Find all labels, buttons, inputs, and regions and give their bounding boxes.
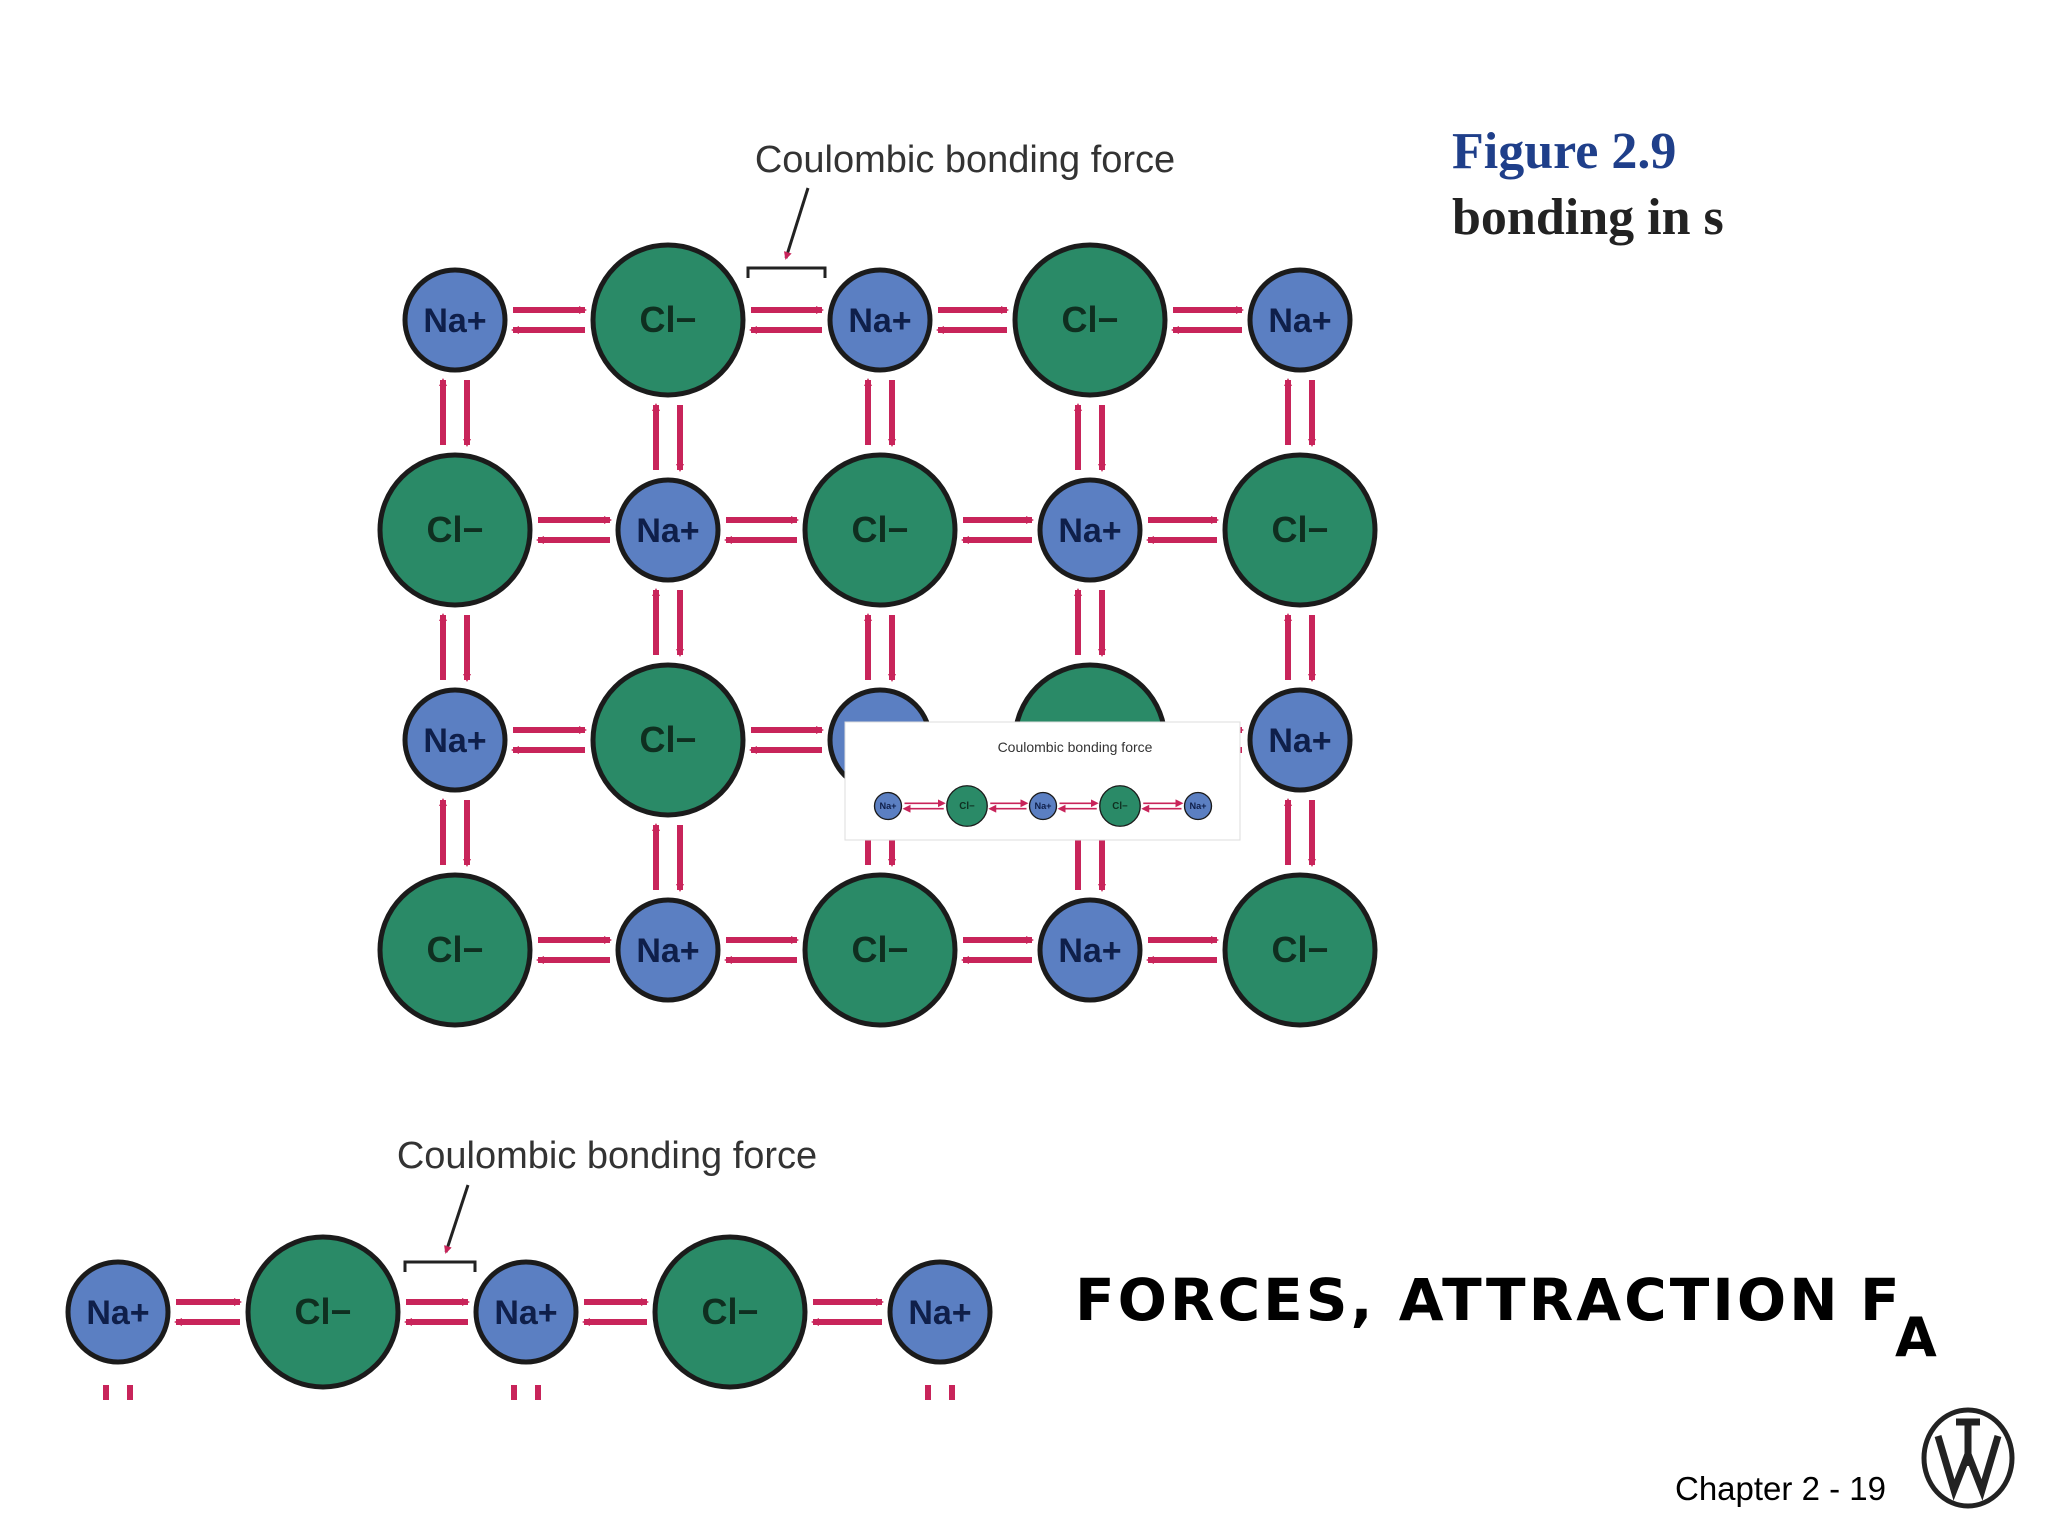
lattice-r1-c4-ion-label: Cl− bbox=[1271, 509, 1328, 550]
inset-3-ion-label: Cl− bbox=[1112, 801, 1128, 812]
inset-force-label: Coulombic bonding force bbox=[998, 739, 1153, 755]
inset-panel bbox=[844, 721, 1241, 841]
inset-4-ion-label: Na+ bbox=[1189, 801, 1206, 811]
lattice-r3-c1-na-ion bbox=[615, 897, 721, 1003]
inset-0-na-ion bbox=[873, 791, 903, 821]
force-pointer bbox=[783, 187, 810, 260]
inset-2-ion-label: Na+ bbox=[1034, 801, 1051, 811]
lattice-r2-c0-na-ion bbox=[402, 687, 508, 793]
chain-2-ion-label: Na+ bbox=[494, 1294, 557, 1332]
chain-4-ion-label: Na+ bbox=[908, 1294, 971, 1332]
lattice-r0-c1-ion-label: Cl− bbox=[639, 299, 696, 340]
chain-coulombic-force-label: Coulombic bonding force bbox=[397, 1135, 817, 1177]
coulombic-force-label: Coulombic bonding force bbox=[755, 139, 1175, 181]
inset-2-na-ion bbox=[1028, 791, 1058, 821]
chain-1-cl-ion bbox=[245, 1234, 401, 1390]
force-symbol: F bbox=[1860, 1266, 1900, 1334]
lattice-r3-c3-na-ion bbox=[1037, 897, 1143, 1003]
chain-force-pointer bbox=[444, 1184, 470, 1254]
chain-4-na-ion bbox=[887, 1259, 993, 1365]
figure-title: Figure 2.9 bbox=[1452, 123, 1677, 180]
lattice-r0-c0-ion-label: Na+ bbox=[423, 302, 486, 340]
lattice-r2-c1-ion-label: Cl− bbox=[639, 719, 696, 760]
slide-heading: FORCES, ATTRACTION bbox=[1075, 1266, 1841, 1334]
chain-3-cl-ion bbox=[652, 1234, 808, 1390]
lattice-r0-c1-cl-ion bbox=[590, 242, 746, 398]
lattice-r1-c4-cl-ion bbox=[1222, 452, 1378, 608]
chain-0-na-ion bbox=[65, 1259, 171, 1365]
lattice-r2-c4-na-ion bbox=[1247, 687, 1353, 793]
lattice-r1-c3-ion-label: Na+ bbox=[1058, 512, 1121, 550]
lattice-r1-c1-na-ion bbox=[615, 477, 721, 583]
chain-3-ion-label: Cl− bbox=[701, 1291, 758, 1332]
lattice-r2-c4-ion-label: Na+ bbox=[1268, 722, 1331, 760]
lattice-r3-c1-ion-label: Na+ bbox=[636, 932, 699, 970]
inset-4-na-ion bbox=[1183, 791, 1213, 821]
lattice-r1-c2-ion-label: Cl− bbox=[851, 509, 908, 550]
chain-2-na-ion bbox=[473, 1259, 579, 1365]
inset-1-ion-label: Cl− bbox=[959, 801, 975, 812]
lattice-r1-c0-ion-label: Cl− bbox=[426, 509, 483, 550]
force-subscript: A bbox=[1895, 1306, 1937, 1369]
force-bracket bbox=[746, 266, 827, 278]
inset-3-cl-ion bbox=[1099, 785, 1141, 827]
lattice-r3-c2-ion-label: Cl− bbox=[851, 929, 908, 970]
lattice-r1-c0-cl-ion bbox=[377, 452, 533, 608]
lattice-r2-c1-cl-ion bbox=[590, 662, 746, 818]
lattice-r0-c3-cl-ion bbox=[1012, 242, 1168, 398]
lattice-r1-c1-ion-label: Na+ bbox=[636, 512, 699, 550]
chapter-page-number: Chapter 2 - 19 bbox=[1675, 1470, 1886, 1507]
ion-lattice: Na+Cl−Na+Cl−Na+Cl−Na+Cl−Na+Cl−Na+Cl−Na+C… bbox=[377, 187, 1378, 1028]
lattice-r1-c3-na-ion bbox=[1037, 477, 1143, 583]
inset-1-cl-ion bbox=[946, 785, 988, 827]
wiley-logo-icon bbox=[1921, 1407, 2015, 1509]
lattice-r0-c0-na-ion bbox=[402, 267, 508, 373]
lattice-r3-c3-ion-label: Na+ bbox=[1058, 932, 1121, 970]
lattice-r3-c4-cl-ion bbox=[1222, 872, 1378, 1028]
lattice-r0-c2-na-ion bbox=[827, 267, 933, 373]
ion-chain: Na+ Cl− Na+ Cl− Na+ bbox=[65, 1184, 993, 1400]
lattice-r2-c0-ion-label: Na+ bbox=[423, 722, 486, 760]
lattice-r3-c2-cl-ion bbox=[802, 872, 958, 1028]
chain-force-bracket bbox=[403, 1260, 477, 1272]
lattice-r0-c4-na-ion bbox=[1247, 267, 1353, 373]
lattice-r0-c3-ion-label: Cl− bbox=[1061, 299, 1118, 340]
chain-0-ion-label: Na+ bbox=[86, 1294, 149, 1332]
lattice-r3-c0-ion-label: Cl− bbox=[426, 929, 483, 970]
lattice-r0-c2-ion-label: Na+ bbox=[848, 302, 911, 340]
lattice-r3-c0-cl-ion bbox=[377, 872, 533, 1028]
figure-caption: bonding in s bbox=[1452, 189, 1724, 246]
lattice-r0-c4-ion-label: Na+ bbox=[1268, 302, 1331, 340]
inset-0-ion-label: Na+ bbox=[879, 801, 896, 811]
lattice-r3-c4-ion-label: Cl− bbox=[1271, 929, 1328, 970]
chain-1-ion-label: Cl− bbox=[294, 1291, 351, 1332]
lattice-r1-c2-cl-ion bbox=[802, 452, 958, 608]
